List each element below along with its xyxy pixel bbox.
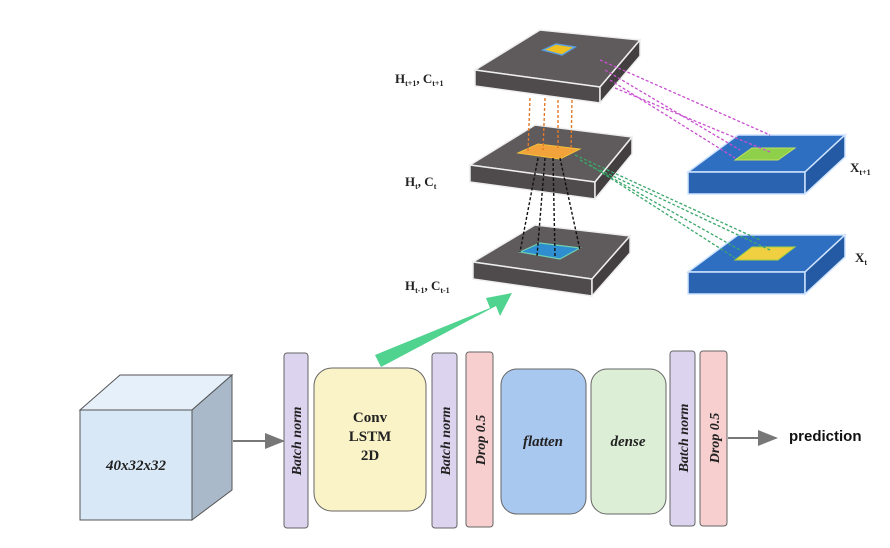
batchnorm-layer-2 [431, 352, 458, 529]
convlstm-label-line-1: Conv [353, 410, 388, 426]
hidden-state-slab-curr [467, 124, 634, 202]
label-curr: Ht, Ct [405, 174, 437, 191]
prediction-label: prediction [789, 428, 862, 445]
input-cube [78, 373, 234, 521]
batchnorm-label-2: Batch norm [439, 406, 454, 476]
kernel-patch [733, 246, 797, 261]
label-prev: Ht-1, Ct-1 [405, 278, 450, 295]
hidden-state-slab-next [472, 29, 642, 106]
batchnorm-layer-3 [669, 350, 696, 527]
magenta-connection-lines [599, 59, 771, 159]
black-connection-lines [519, 157, 581, 257]
kernel-patch [540, 43, 578, 56]
dropout-layer-2 [699, 350, 728, 527]
dense-layer [590, 368, 667, 515]
batchnorm-layer-1 [283, 352, 309, 529]
zoom-in-arrow [375, 293, 512, 367]
flatten-layer [500, 368, 587, 515]
dropout-label-1: Drop 0.5 [474, 415, 489, 467]
hidden-state-slab-prev [470, 224, 632, 298]
label-input-next: Xt+1 [850, 160, 871, 177]
convlstm-label-line-2: LSTM [349, 429, 392, 445]
convlstm-label-line-3: 2D [361, 448, 380, 464]
input-shape-label: 40x32x32 [105, 458, 167, 474]
kernel-patch [516, 143, 582, 160]
label-input-curr: Xt [855, 250, 867, 267]
batchnorm-label-3: Batch norm [677, 403, 692, 473]
flatten-label: flatten [523, 434, 563, 450]
dropout-label-2: Drop 0.5 [708, 413, 723, 465]
label-next: Ht+1, Ct+1 [395, 71, 443, 88]
dense-label: dense [611, 434, 646, 450]
orange-connection-lines [527, 97, 573, 153]
batchnorm-label-1: Batch norm [290, 406, 305, 476]
kernel-patch [733, 147, 797, 161]
input-slab-curr [685, 233, 847, 296]
dropout-layer-1 [465, 351, 494, 528]
green-connection-lines [574, 154, 771, 259]
convlstm-layer [313, 367, 427, 512]
input-slab-next [685, 133, 847, 196]
